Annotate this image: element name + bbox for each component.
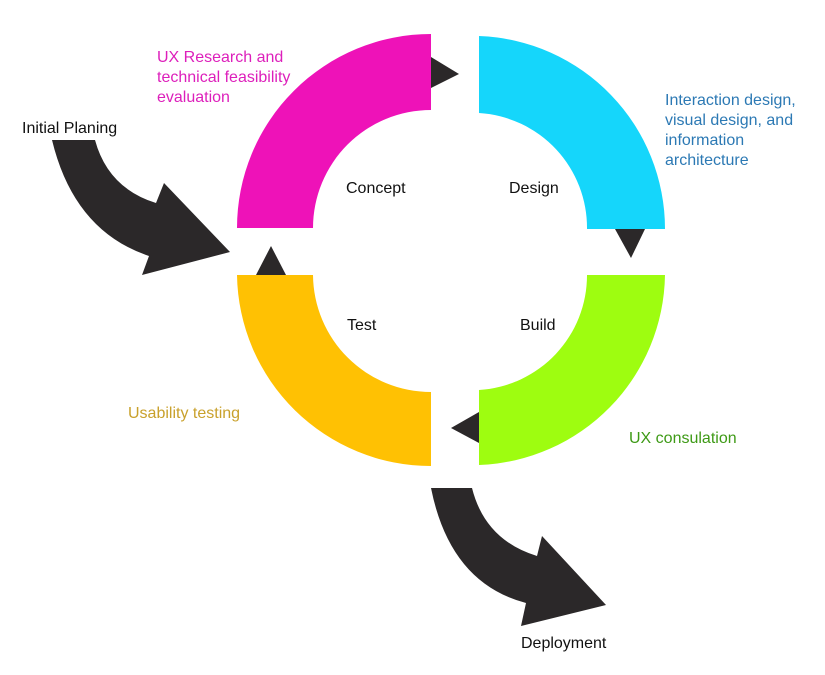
- design-description-line: Interaction design,: [665, 92, 796, 109]
- concept-description: UX Research and technical feasibility ev…: [157, 48, 290, 108]
- build-ring-segment: [479, 275, 665, 465]
- concept-description-line: evaluation: [157, 89, 230, 106]
- deployment-label: Deployment: [521, 635, 607, 652]
- build-description: UX consulation: [629, 429, 737, 449]
- design-description-line: information: [665, 132, 745, 149]
- build-description-line: UX consulation: [629, 430, 737, 447]
- design-description-line: architecture: [665, 152, 749, 169]
- test-ring-segment: [237, 275, 431, 466]
- design-ring-segment: [479, 36, 666, 229]
- cycle-arrow-concept-to-design: [431, 57, 459, 88]
- build-label: Build: [520, 317, 556, 334]
- design-description: Interaction design, visual design, and i…: [665, 91, 796, 171]
- design-label: Design: [509, 180, 559, 197]
- concept-ring-segment: [237, 34, 431, 228]
- test-label: Test: [347, 317, 377, 334]
- concept-description-line: technical feasibility: [157, 69, 291, 86]
- cycle-arrow-build-to-test: [451, 412, 479, 443]
- test-description-line: Usability testing: [128, 405, 241, 422]
- deployment-arrow: [431, 488, 606, 626]
- cycle-arrow-test-to-concept: [256, 246, 286, 275]
- concept-label: Concept: [346, 180, 406, 197]
- initial-planing-label: Initial Planing: [22, 120, 118, 137]
- cycle-arrow-design-to-build: [615, 229, 645, 258]
- initial-planing-arrow: [52, 140, 230, 275]
- concept-description-line: UX Research and: [157, 49, 284, 66]
- design-description-line: visual design, and: [665, 112, 794, 129]
- test-description: Usability testing: [128, 404, 240, 424]
